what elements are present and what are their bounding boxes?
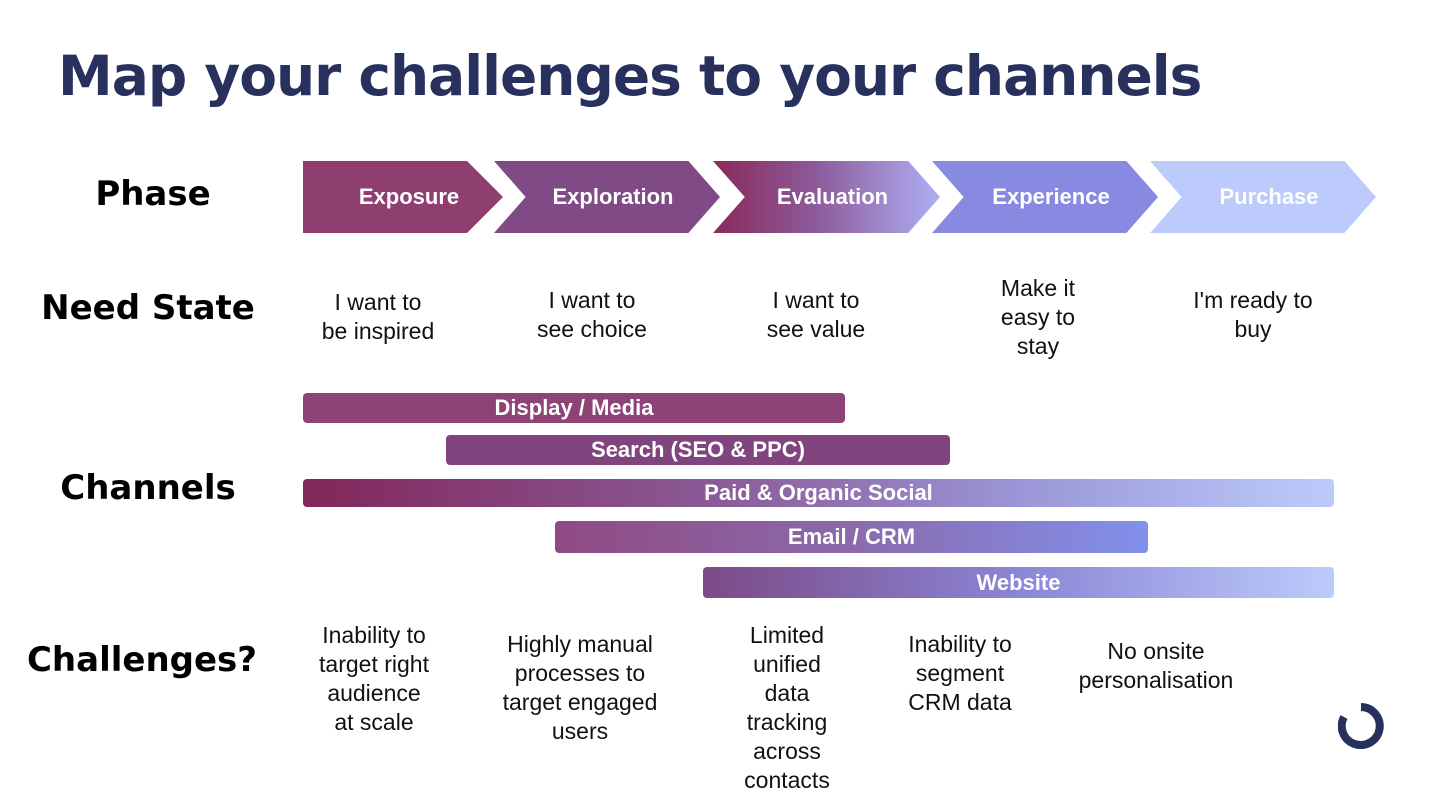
channel-bar-email-crm: Email / CRM bbox=[555, 521, 1148, 553]
channel-bar-display-media: Display / Media bbox=[303, 393, 845, 423]
need-state-exploration: I want to see choice bbox=[537, 287, 647, 342]
channel-bar-search: Search (SEO & PPC) bbox=[446, 435, 950, 465]
challenge-evaluation: Limited unified data tracking across con… bbox=[744, 622, 830, 793]
phase-experience: Experience bbox=[932, 161, 1158, 233]
need-state-exposure: I want to be inspired bbox=[321, 289, 435, 344]
phase-label: Experience bbox=[992, 184, 1110, 209]
page-title: Map your challenges to your channels bbox=[58, 44, 1202, 108]
phase-exploration: Exploration bbox=[494, 161, 720, 233]
row-label-channels: Channels bbox=[60, 468, 236, 508]
channel-label: Display / Media bbox=[494, 395, 654, 420]
row-label-need-state: Need State bbox=[41, 288, 255, 328]
challenge-experience: Inability to segment CRM data bbox=[908, 631, 1012, 715]
phase-evaluation: Evaluation bbox=[713, 161, 940, 233]
channel-bar-website: Website bbox=[703, 567, 1334, 598]
channel-label: Paid & Organic Social bbox=[704, 480, 933, 505]
channel-label: Website bbox=[976, 569, 1061, 595]
need-state-experience: Make it easy to stay bbox=[1000, 275, 1076, 359]
phase-label: Exploration bbox=[552, 184, 674, 209]
challenge-exploration: Highly manual processes to target engage… bbox=[502, 631, 658, 744]
row-label-challenges: Challenges? bbox=[26, 640, 258, 680]
phase-label: Purchase bbox=[1219, 184, 1319, 209]
need-state-evaluation: I want to see value bbox=[766, 287, 866, 342]
challenge-purchase: No onsite personalisation bbox=[1078, 638, 1234, 693]
channel-label: Email / CRM bbox=[787, 524, 916, 549]
phase-label: Evaluation bbox=[776, 184, 889, 209]
channel-label: Search (SEO & PPC) bbox=[591, 437, 805, 462]
phase-purchase: Purchase bbox=[1150, 161, 1376, 233]
phase-label: Exposure bbox=[358, 184, 460, 209]
channel-bar-social: Paid & Organic Social bbox=[303, 479, 1334, 507]
row-label-phase: Phase bbox=[95, 174, 211, 214]
need-state-purchase: I'm ready to buy bbox=[1193, 287, 1313, 342]
challenge-exposure: Inability to target right audience at sc… bbox=[319, 622, 429, 735]
phase-exposure: Exposure bbox=[303, 161, 503, 233]
refresh-ring-logo-icon bbox=[1338, 703, 1384, 749]
